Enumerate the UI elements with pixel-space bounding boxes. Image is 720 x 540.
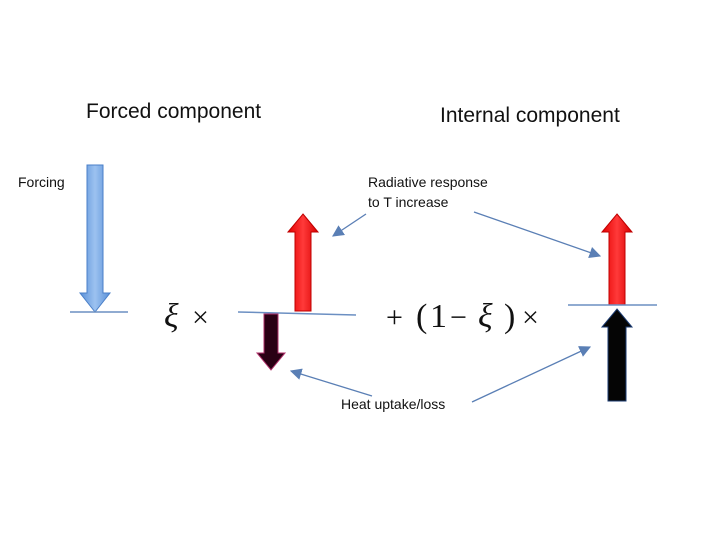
down-arrow-icon [78,164,112,313]
xi-symbol: ξ [164,298,179,335]
close-paren: ) [504,298,515,335]
internal-heat-arrow [600,308,634,402]
up-arrow-icon [286,213,320,312]
forced-component-heading: Forced component [86,100,261,123]
internal-radiative-arrow [600,213,634,306]
minus-symbol: − [450,301,467,334]
xi-symbol-internal: ξ [478,298,493,335]
heat-pointer-right [471,346,592,403]
heat-uptake-label: Heat uptake/loss [341,396,445,412]
down-arrow-icon [255,313,287,371]
heat-pointer-left [289,368,373,397]
one-symbol: 1 [430,298,447,335]
forced-heat-arrow [255,313,287,371]
up-arrow-icon [600,213,634,306]
radiative-pointer-right [473,211,602,259]
forced-radiative-arrow [286,213,320,312]
plus-symbol: + [386,301,403,334]
forced-baseline [237,311,357,316]
internal-component-heading: Internal component [440,104,620,127]
times-symbol: × [192,301,209,334]
up-arrow-icon [600,308,634,402]
forcing-arrow [78,164,112,313]
radiative-response-label-line2: to T increase [368,194,449,210]
radiative-response-label: Radiative response [368,174,488,190]
radiative-pointer-left [332,213,367,237]
forcing-label: Forcing [18,174,65,190]
open-paren: ( [416,298,427,335]
times-symbol-internal: × [522,301,539,334]
